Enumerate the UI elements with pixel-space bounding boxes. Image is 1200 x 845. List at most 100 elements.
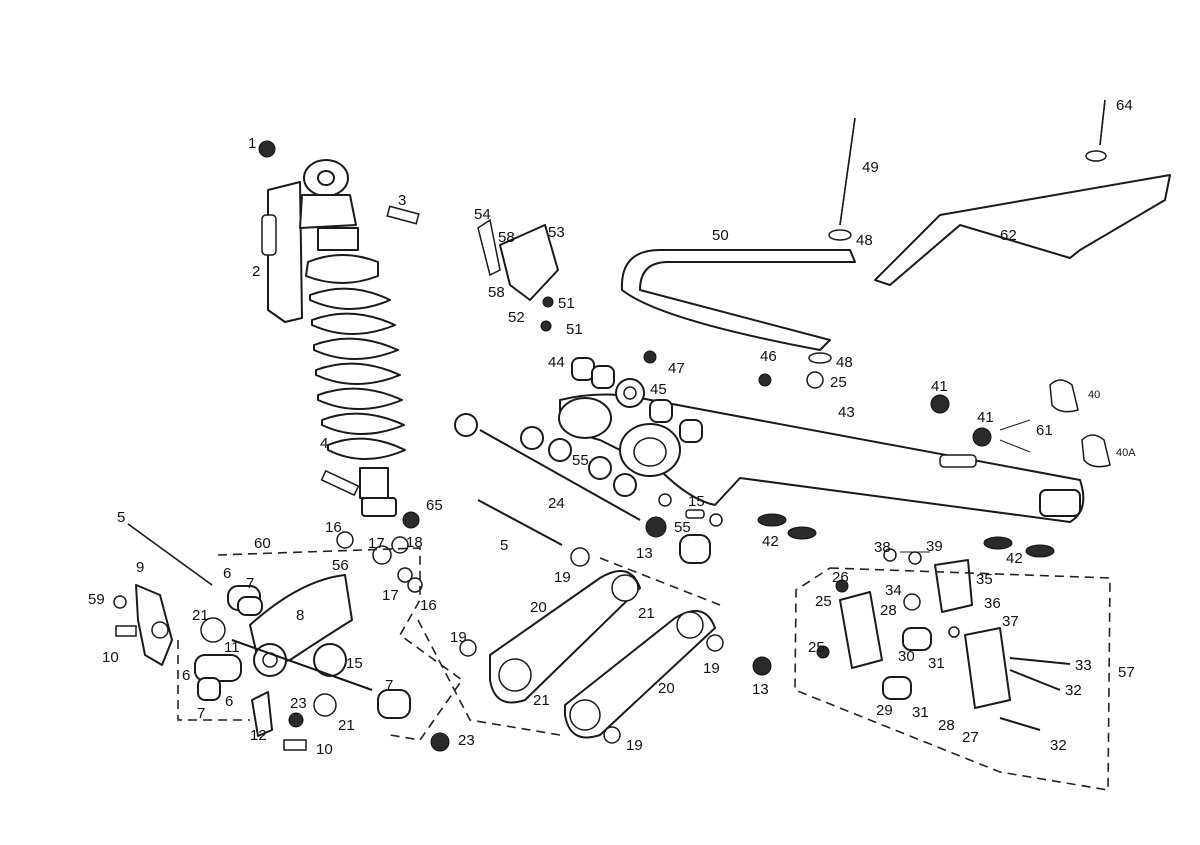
- callout-20: 20: [658, 680, 675, 697]
- callout-32: 32: [1065, 682, 1082, 699]
- callout-6: 6: [182, 667, 190, 684]
- callout-9: 9: [136, 559, 144, 576]
- shock-absorber: [258, 140, 420, 529]
- callout-25: 25: [815, 593, 832, 610]
- callout-52: 52: [508, 309, 525, 326]
- callout-21: 21: [192, 607, 209, 624]
- callout-51: 51: [566, 321, 583, 338]
- callout-7: 7: [246, 575, 254, 592]
- callout-19: 19: [450, 629, 467, 646]
- callout-5: 5: [117, 509, 125, 526]
- callout-1: 1: [248, 135, 256, 152]
- callout-13: 13: [636, 545, 653, 562]
- callout-54: 54: [474, 206, 491, 223]
- callout-36: 36: [984, 595, 1001, 612]
- callout-19: 19: [554, 569, 571, 586]
- callout-21: 21: [533, 692, 550, 709]
- callout-48: 48: [836, 354, 853, 371]
- callout-31: 31: [912, 704, 929, 721]
- callout-33: 33: [1075, 657, 1092, 674]
- callout-61: 61: [1036, 422, 1053, 439]
- callout-42: 42: [1006, 550, 1023, 567]
- callout-10: 10: [102, 649, 119, 666]
- callout-50: 50: [712, 227, 729, 244]
- callout-57: 57: [1118, 664, 1135, 681]
- callout-27: 27: [962, 729, 979, 746]
- callout-65: 65: [426, 497, 443, 514]
- callout-21: 21: [638, 605, 655, 622]
- callout-60: 60: [254, 535, 271, 552]
- callout-28: 28: [880, 602, 897, 619]
- callout-8: 8: [296, 607, 304, 624]
- callout-37: 37: [1002, 613, 1019, 630]
- leader-lines: [900, 419, 1031, 553]
- callout-29: 29: [876, 702, 893, 719]
- callout-40: 40: [1088, 389, 1100, 401]
- callout-2: 2: [252, 263, 260, 280]
- callout-23: 23: [290, 695, 307, 712]
- callout-58: 58: [488, 284, 505, 301]
- callout-5: 5: [500, 537, 508, 554]
- callout-labels: 1 2 3 4 5 5 6 6 6 7 7 7 8 9 10 10 11 12 …: [88, 97, 1136, 758]
- callout-12: 12: [250, 727, 267, 744]
- callout-24: 24: [548, 495, 565, 512]
- callout-18: 18: [406, 534, 423, 551]
- callout-28: 28: [938, 717, 955, 734]
- callout-11: 11: [224, 639, 240, 656]
- callout-15: 15: [688, 493, 705, 510]
- callout-55: 55: [674, 519, 691, 536]
- callout-59: 59: [88, 591, 105, 608]
- callout-43: 43: [838, 404, 855, 421]
- chain-slider-and-guard: [620, 99, 1171, 389]
- link-plates: [459, 499, 724, 744]
- group-outlines: [177, 547, 1111, 791]
- callout-7: 7: [385, 677, 393, 694]
- callout-51: 51: [558, 295, 575, 312]
- callout-15: 15: [346, 655, 363, 672]
- callout-35: 35: [976, 571, 993, 588]
- callout-53: 53: [548, 224, 565, 241]
- callout-45: 45: [650, 381, 667, 398]
- callout-49: 49: [862, 159, 879, 176]
- callout-56: 56: [332, 557, 349, 574]
- swing-arm: [454, 357, 1111, 564]
- callout-39: 39: [926, 538, 943, 555]
- callout-4: 4: [320, 435, 328, 452]
- callout-17: 17: [382, 587, 399, 604]
- callout-23: 23: [458, 732, 475, 749]
- callout-19: 19: [703, 660, 720, 677]
- callout-25: 25: [808, 639, 825, 656]
- callout-64: 64: [1116, 97, 1133, 114]
- callout-32: 32: [1050, 737, 1067, 754]
- callout-13: 13: [752, 681, 769, 698]
- callout-20: 20: [530, 599, 547, 616]
- chain-guide-bracket: [477, 218, 772, 387]
- callout-6: 6: [225, 693, 233, 710]
- callout-47: 47: [668, 360, 685, 377]
- callout-10: 10: [316, 741, 333, 758]
- callout-62: 62: [1000, 227, 1017, 244]
- callout-16: 16: [420, 597, 437, 614]
- callout-7: 7: [197, 705, 205, 722]
- callout-41: 41: [931, 378, 948, 395]
- callout-25: 25: [830, 374, 847, 391]
- callout-31: 31: [928, 655, 945, 672]
- callout-38: 38: [874, 539, 891, 556]
- callout-6: 6: [223, 565, 231, 582]
- callout-3: 3: [398, 192, 406, 209]
- callout-46: 46: [760, 348, 777, 365]
- callout-40a: 40A: [1116, 447, 1136, 459]
- callout-34: 34: [885, 582, 902, 599]
- callout-19: 19: [626, 737, 643, 754]
- callout-48: 48: [856, 232, 873, 249]
- chain-tensioner: [752, 548, 1071, 731]
- callout-30: 30: [898, 648, 915, 665]
- callout-44: 44: [548, 354, 565, 371]
- linkage-rocker: [113, 523, 450, 752]
- callout-58: 58: [498, 229, 515, 246]
- callout-26: 26: [832, 569, 849, 586]
- callout-17: 17: [368, 535, 385, 552]
- callout-16: 16: [325, 519, 342, 536]
- callout-41: 41: [977, 409, 994, 426]
